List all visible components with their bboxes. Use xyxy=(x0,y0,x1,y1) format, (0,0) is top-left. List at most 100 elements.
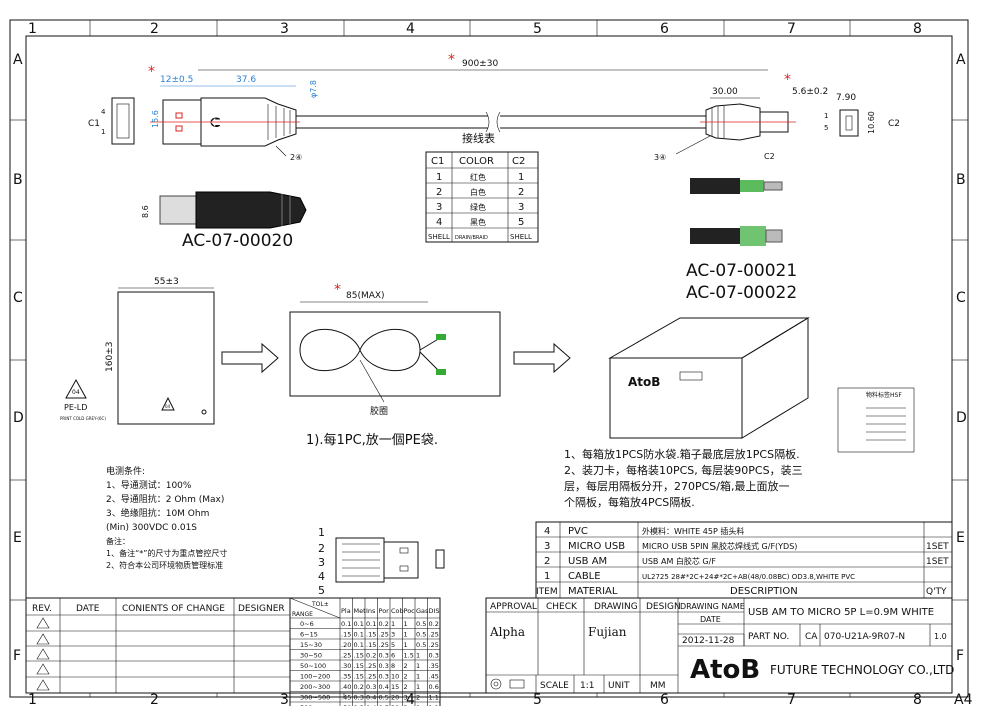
pin-number: 5 xyxy=(318,584,325,597)
usb-symbol-icon: ⮈ xyxy=(210,115,221,131)
tolerance-range: 0~6 xyxy=(300,620,314,628)
tolerance-cell: 0.5 xyxy=(379,704,389,706)
sheet-size-label: A4 xyxy=(954,692,973,706)
row-label: D xyxy=(13,410,24,426)
row-label: B xyxy=(956,172,966,188)
carton-drawing: AtoB xyxy=(608,317,810,439)
wiring-cell: 2 xyxy=(518,187,524,198)
carton-note: 2、装刀卡，每格装10PCS, 每层装90PCS，装三 xyxy=(564,463,803,477)
row-label: E xyxy=(956,530,965,546)
part-no-label: PART NO. xyxy=(748,632,789,642)
ca-label: CA xyxy=(805,632,818,642)
row-label: C xyxy=(13,290,23,306)
bom-header: ITEM xyxy=(536,587,558,597)
tolerance-cell: .15 xyxy=(354,662,364,670)
grid-column-labels: 1 2 3 4 5 6 7 8 1 2 3 4 5 6 7 8 A4 xyxy=(28,21,973,706)
dim-30: 30.00 xyxy=(712,87,738,97)
dim-8-6: 8.6 xyxy=(141,205,150,218)
critical-dim-star: * xyxy=(334,282,341,298)
date-label: DATE xyxy=(700,615,721,624)
tolerance-cell: 0.3 xyxy=(379,652,389,660)
label-card-title: 物料标签HSF xyxy=(866,391,902,399)
wiring-table-title: 接线表 xyxy=(462,131,495,145)
bom-qty: 1SET xyxy=(926,542,949,552)
wiring-cell: 3 xyxy=(436,202,442,213)
tolerance-cell: 0.4 xyxy=(366,704,376,706)
electrical-line: 3、绝缘阻抗：10M Ohm xyxy=(106,507,209,519)
pin-label: 4 xyxy=(101,108,106,116)
dim-10-6: 10.60 xyxy=(867,111,876,134)
tolerance-cell: 1 xyxy=(416,673,420,681)
pin-number: 2 xyxy=(318,542,325,555)
tolerance-cell: .15 xyxy=(354,673,364,681)
wiring-cell: 红色 xyxy=(470,172,486,182)
recycle-icon-small xyxy=(161,396,175,411)
rev-triangle-icons xyxy=(36,617,50,691)
tolerance-header: Gas xyxy=(416,607,429,615)
tolerance-cell: 30 xyxy=(391,704,399,706)
wiring-table: 接线表 C1 COLOR C2 1 红色 1 2 白色 2 3 绿色 3 4 黑… xyxy=(425,131,539,243)
bom-qty: 1SET xyxy=(926,557,949,567)
rev-header: REV. xyxy=(32,604,52,614)
approval-signature: Alpha xyxy=(489,625,525,639)
approval-header: APPROVAL xyxy=(490,602,537,612)
wiring-cell: 绿色 xyxy=(470,202,486,212)
notes-title: 备注： xyxy=(106,536,130,546)
tolerance-cell: .35 xyxy=(341,673,351,681)
col-label: 5 xyxy=(533,692,542,706)
recycle-number: 04 xyxy=(72,389,80,396)
bom-material: MICRO USB xyxy=(568,541,625,552)
row-label: A xyxy=(956,52,966,68)
electrical-line: 2、导通阻抗：2 Ohm (Max) xyxy=(106,493,224,505)
company-logo: AtoB xyxy=(690,655,760,685)
bom-table: 4 PVC 外模料：WHITE 45P 插头料 3 MICRO USB MICR… xyxy=(535,521,953,599)
tolerance-cell: 1 xyxy=(416,662,420,670)
tolerance-cell: 1 xyxy=(391,620,395,628)
tolerance-cell: .25 xyxy=(379,641,389,649)
tolerance-range: 300~500 xyxy=(300,694,330,702)
revision-block: REV. DATE CONIENTS OF CHANGE DESIGNER xyxy=(25,597,291,694)
bom-header: MATERIAL xyxy=(568,586,618,597)
pe-bag-drawing: 55±3 160±3 04 PE-LD PRINT COLD GREY-(6C)… xyxy=(60,277,215,425)
wiring-cell: DRAIN/BRAID xyxy=(455,235,488,241)
electrical-line: (Min) 300VDC 0.01S xyxy=(106,523,197,533)
tolerance-cell: 3 xyxy=(391,631,395,639)
part-number-3: AC-07-00022 xyxy=(686,283,797,303)
tolerance-cell: 0.4 xyxy=(379,683,389,691)
pin-number: 1 xyxy=(318,526,325,539)
tolerance-cell: .25 xyxy=(366,673,376,681)
pinout-drawing: 1 2 3 4 5 xyxy=(318,526,445,597)
micro-usb-overmold xyxy=(705,103,761,141)
tolerance-cell: 2 xyxy=(404,662,408,670)
check-header: CHECK xyxy=(546,602,578,612)
row-label: F xyxy=(956,648,964,664)
micro-usb-end-view xyxy=(839,109,859,137)
recycle-number: 04 xyxy=(165,404,171,409)
tolerance-range: 200~300 xyxy=(300,683,330,691)
tolerance-cell: 10 xyxy=(391,673,399,681)
drawing-header: DRAWING xyxy=(594,602,638,612)
row-label: F xyxy=(13,648,21,664)
tolerance-cell: 1.1 xyxy=(429,704,439,706)
micro-usb-photos xyxy=(690,178,783,246)
tolerance-cell: .15 xyxy=(354,652,364,660)
tolerance-cell: 0.1 xyxy=(341,620,351,628)
row-label: E xyxy=(13,530,22,546)
electrical-line: 1、导通测试：100% xyxy=(106,479,192,491)
bom-desc: UL2725 28#*2C+24#*2C+AB(48/0.08BC) OD3.8… xyxy=(642,573,855,581)
coiled-cable-drawing: * 85(MAX) 胶圈 1).每1PC,放一個PE袋. xyxy=(289,282,501,448)
label-card: 物料标签HSF xyxy=(837,387,915,453)
wiring-cell: 4 xyxy=(436,217,442,228)
carton-note: 个隔板，每箱放4PCS隔板. xyxy=(564,495,695,509)
tolerance-cell: 0.5 xyxy=(379,694,389,702)
tolerance-cell: 0.2 xyxy=(429,620,439,628)
bom-desc: 外模料：WHITE 45P 插头料 xyxy=(642,526,744,536)
col-label: 1 xyxy=(28,692,37,706)
col-label: 3 xyxy=(280,21,289,37)
electrical-notes: 电测条件: 1、导通测试：100% 2、导通阻抗：2 Ohm (Max) 3、绝… xyxy=(106,465,227,570)
wiring-cell: 2 xyxy=(436,187,442,198)
arrow-right-icon xyxy=(513,342,571,374)
tolerance-cell: 0.3 xyxy=(379,673,389,681)
